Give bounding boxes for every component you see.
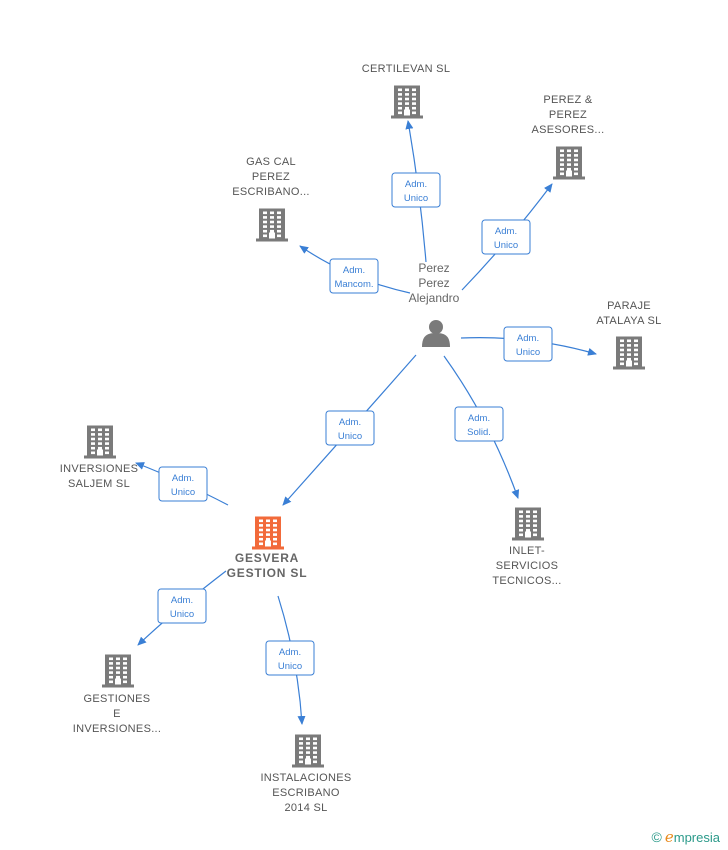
- building-icon[interactable]: [553, 146, 585, 180]
- relation-badge-gestiones[interactable]: Adm. Unico: [157, 588, 207, 624]
- inlet-label-line: INLET-: [509, 545, 545, 557]
- relation-badge-text: Mancom.: [334, 279, 373, 290]
- relation-badge-gascal[interactable]: Adm. Mancom.: [329, 258, 379, 294]
- brand-initial: e: [664, 828, 674, 846]
- paraje-label-line: PARAJE: [607, 300, 651, 312]
- gascal-label-line: GAS CAL: [246, 156, 296, 168]
- perez-asesores-label-line: PEREZ: [549, 109, 587, 121]
- certilevan-label-line: CERTILEVAN SL: [362, 63, 450, 75]
- building-icon[interactable]: [292, 734, 324, 768]
- relation-badge-text: Adm.: [495, 226, 517, 237]
- gascal-label-line: PEREZ: [252, 171, 290, 183]
- paraje-label: PARAJE ATALAYA SL: [596, 300, 661, 327]
- relation-badge-text: Unico: [170, 609, 194, 620]
- relation-badge-text: Adm.: [279, 647, 301, 658]
- relation-badge-gesvera[interactable]: Adm. Unico: [325, 410, 375, 446]
- building-icon[interactable]: [512, 507, 544, 541]
- brand-name: mpresia: [673, 830, 720, 845]
- relation-badge-text: Solid.: [467, 427, 491, 438]
- copyright-symbol: ©: [651, 829, 662, 845]
- perez-asesores-label-line: ASESORES...: [532, 124, 605, 136]
- gesvera-label-line: GESVERA: [235, 551, 299, 565]
- person-label-line: Perez: [418, 276, 449, 290]
- relation-badge-text: Adm.: [172, 473, 194, 484]
- relation-badge-text: Adm.: [405, 179, 427, 190]
- relation-badge-text: Unico: [338, 431, 362, 442]
- relation-badge-certilevan[interactable]: Adm. Unico: [391, 172, 441, 208]
- gestiones-label-line: GESTIONES: [84, 693, 151, 705]
- inlet-label-line: SERVICIOS: [496, 560, 558, 572]
- perez-asesores-label: PEREZ & PEREZ ASESORES...: [532, 94, 605, 136]
- saljem-label: INVERSIONES SALJEM SL: [60, 463, 139, 490]
- building-icon[interactable]: [613, 336, 645, 370]
- instalaciones-label-line: ESCRIBANO: [272, 787, 340, 799]
- relation-badge-text: Unico: [404, 193, 428, 204]
- relation-badge-text: Adm.: [343, 265, 365, 276]
- instalaciones-label: INSTALACIONES ESCRIBANO 2014 SL: [260, 772, 351, 814]
- relation-badge-paraje[interactable]: Adm. Unico: [503, 326, 553, 362]
- person-label-line: Perez: [418, 261, 449, 275]
- relation-badge-text: Adm.: [171, 595, 193, 606]
- badges-layer: Adm.UnicoAdm.UnicoAdm.Mancom.Adm.UnicoAd…: [157, 172, 553, 676]
- perez-asesores-label-line: PEREZ &: [543, 94, 593, 106]
- inlet-label-line: TECNICOS...: [492, 575, 561, 587]
- gascal-label: GAS CAL PEREZ ESCRIBANO...: [232, 156, 310, 198]
- person-label-line: Alejandro: [409, 291, 460, 305]
- paraje-label-line: ATALAYA SL: [596, 315, 661, 327]
- relation-badge-text: Adm.: [339, 417, 361, 428]
- instalaciones-label-line: INSTALACIONES: [260, 772, 351, 784]
- person-icon[interactable]: [422, 320, 450, 347]
- relation-badge-text: Adm.: [517, 333, 539, 344]
- relation-badge-text: Unico: [278, 661, 302, 672]
- saljem-label-line: SALJEM SL: [68, 478, 130, 490]
- relation-badge-inlet[interactable]: Adm. Solid.: [454, 406, 504, 442]
- gascal-label-line: ESCRIBANO...: [232, 186, 310, 198]
- relation-badge-instalaciones[interactable]: Adm. Unico: [265, 640, 315, 676]
- building-icon[interactable]: [84, 425, 116, 459]
- building-icon[interactable]: [256, 208, 288, 242]
- gestiones-label-line: E: [113, 708, 121, 720]
- relation-badge-text: Adm.: [468, 413, 490, 424]
- instalaciones-label-line: 2014 SL: [284, 802, 327, 814]
- relation-badge-saljem[interactable]: Adm. Unico: [158, 466, 208, 502]
- relation-badge-text: Unico: [494, 240, 518, 251]
- building-icon[interactable]: [252, 516, 284, 550]
- gesvera-label-line: GESTION SL: [227, 566, 308, 580]
- certilevan-label: CERTILEVAN SL: [362, 63, 450, 75]
- gestiones-label-line: INVERSIONES...: [73, 723, 162, 735]
- relation-badge-text: Unico: [171, 487, 195, 498]
- inlet-label: INLET- SERVICIOS TECNICOS...: [492, 545, 561, 587]
- brand-logo: ©empresia: [652, 828, 720, 846]
- relation-badge-perez-asesores[interactable]: Adm. Unico: [481, 219, 531, 255]
- saljem-label-line: INVERSIONES: [60, 463, 139, 475]
- building-icon[interactable]: [391, 85, 423, 119]
- building-icon[interactable]: [102, 654, 134, 688]
- relation-badge-text: Unico: [516, 347, 540, 358]
- gestiones-label: GESTIONES E INVERSIONES...: [73, 693, 162, 735]
